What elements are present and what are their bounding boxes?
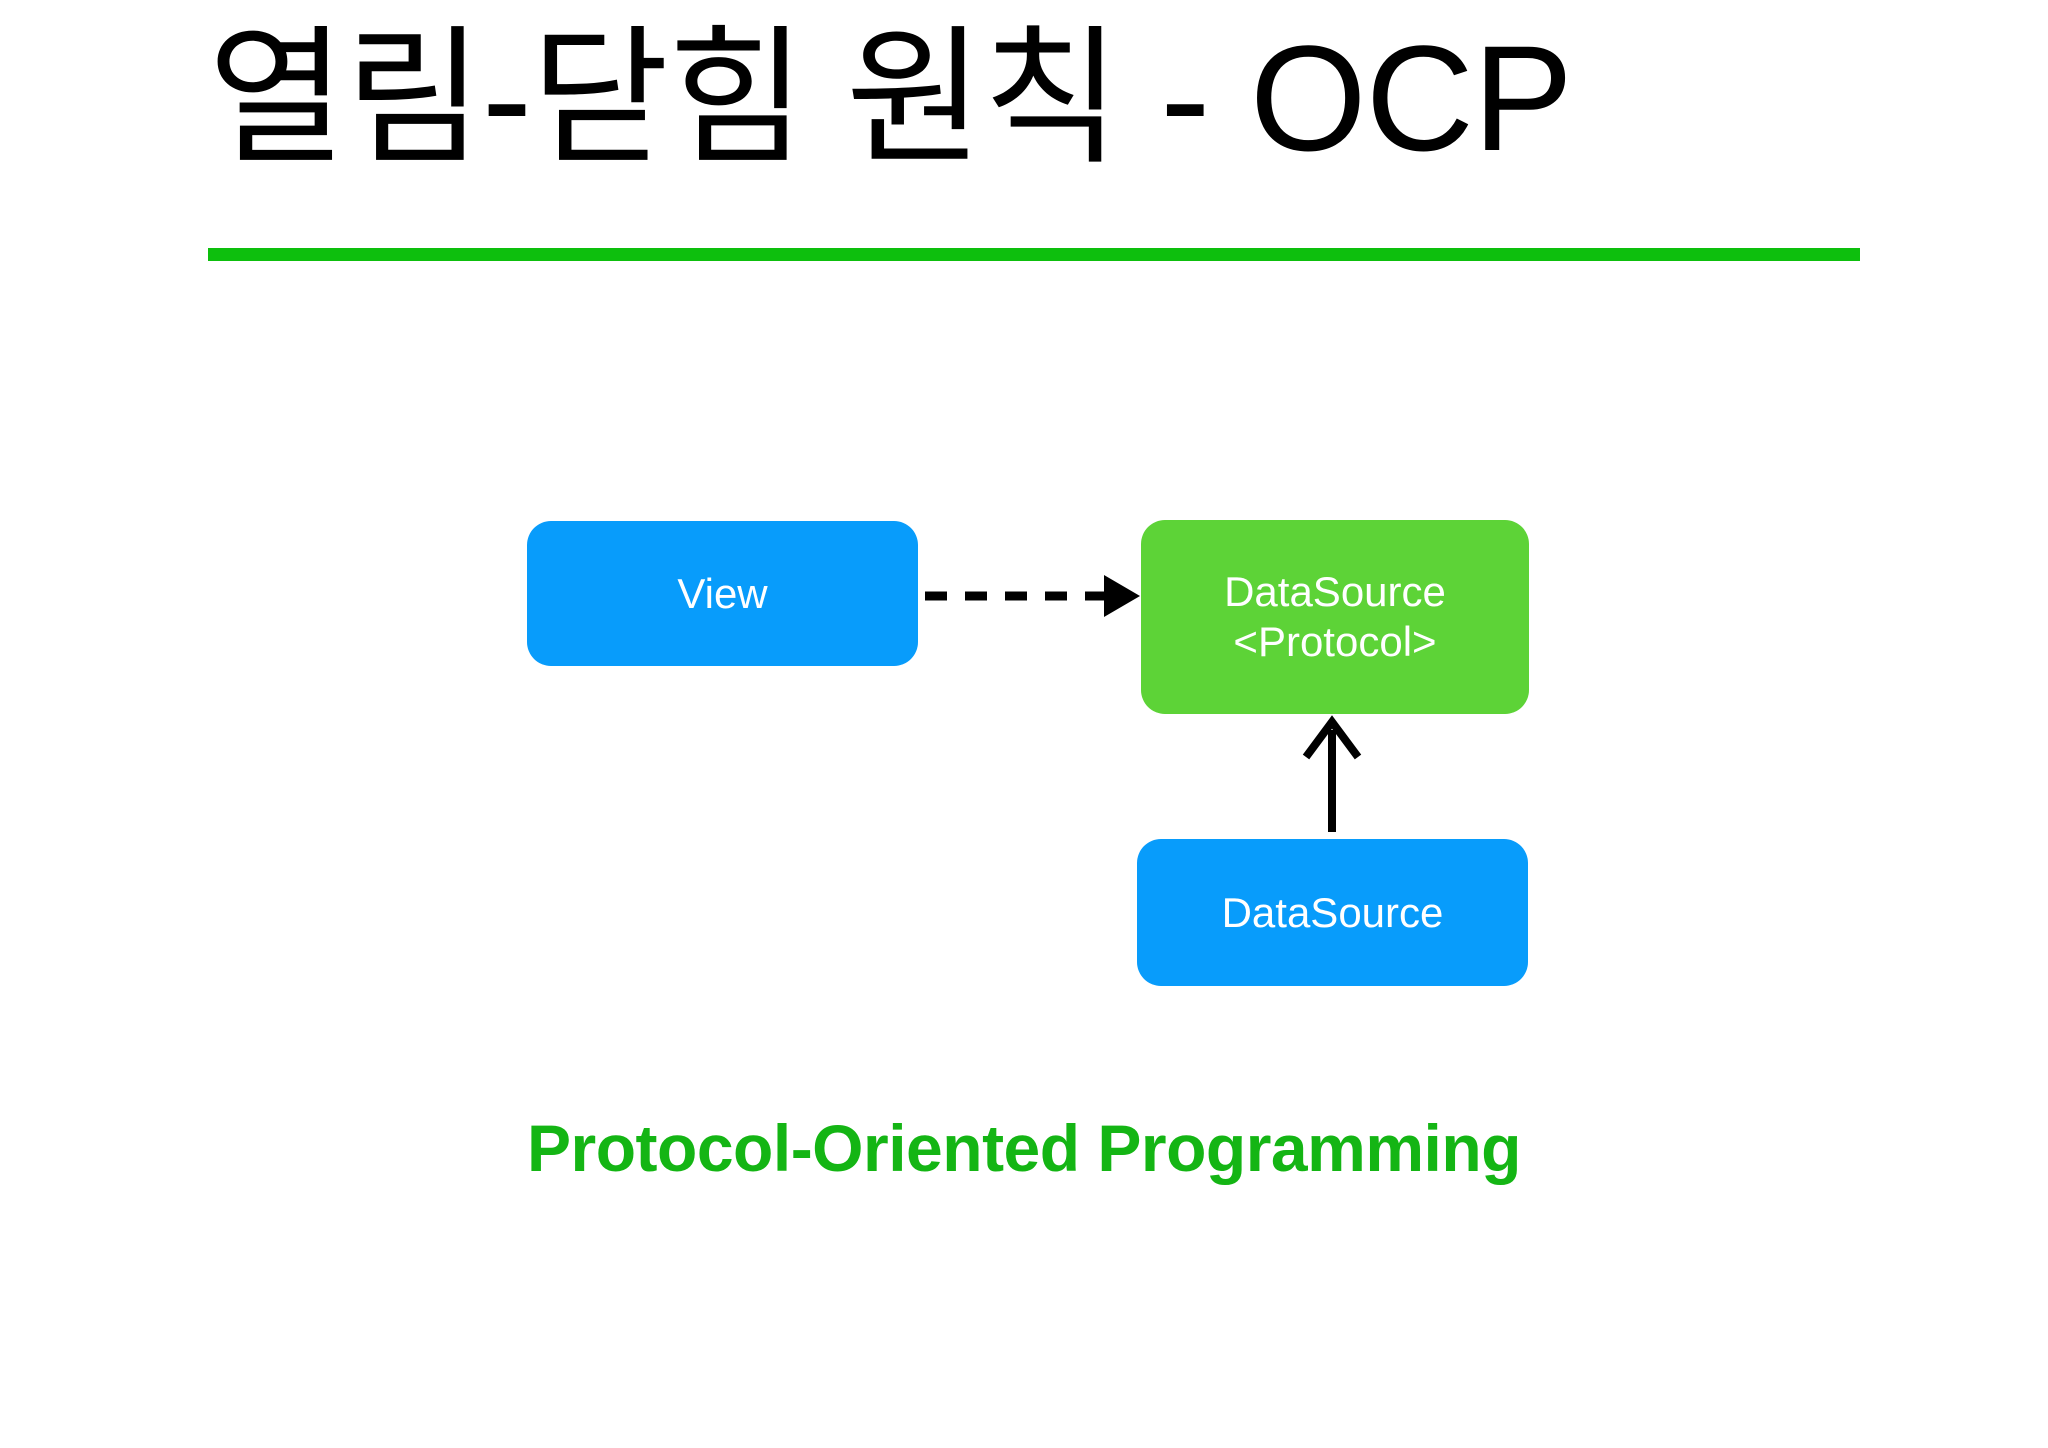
node-datasource-protocol-label-line1: DataSource: [1224, 568, 1446, 616]
dashed-arrow-view-to-protocol: [925, 575, 1140, 617]
node-view[interactable]: View: [527, 521, 918, 666]
solid-arrow-datasource-to-protocol: [1302, 715, 1362, 832]
node-datasource-label: DataSource: [1221, 888, 1444, 936]
diagram-caption: Protocol-Oriented Programming: [527, 1111, 1521, 1185]
page-title: 열림-닫힘 원칙 - OCP: [208, 14, 1573, 182]
node-view-label: View: [677, 569, 768, 617]
node-datasource-protocol-label-line2: <Protocol>: [1233, 618, 1437, 665]
title-divider: [208, 248, 1860, 261]
node-datasource-protocol[interactable]: DataSource <Protocol>: [1141, 520, 1529, 714]
node-datasource[interactable]: DataSource: [1137, 839, 1528, 986]
